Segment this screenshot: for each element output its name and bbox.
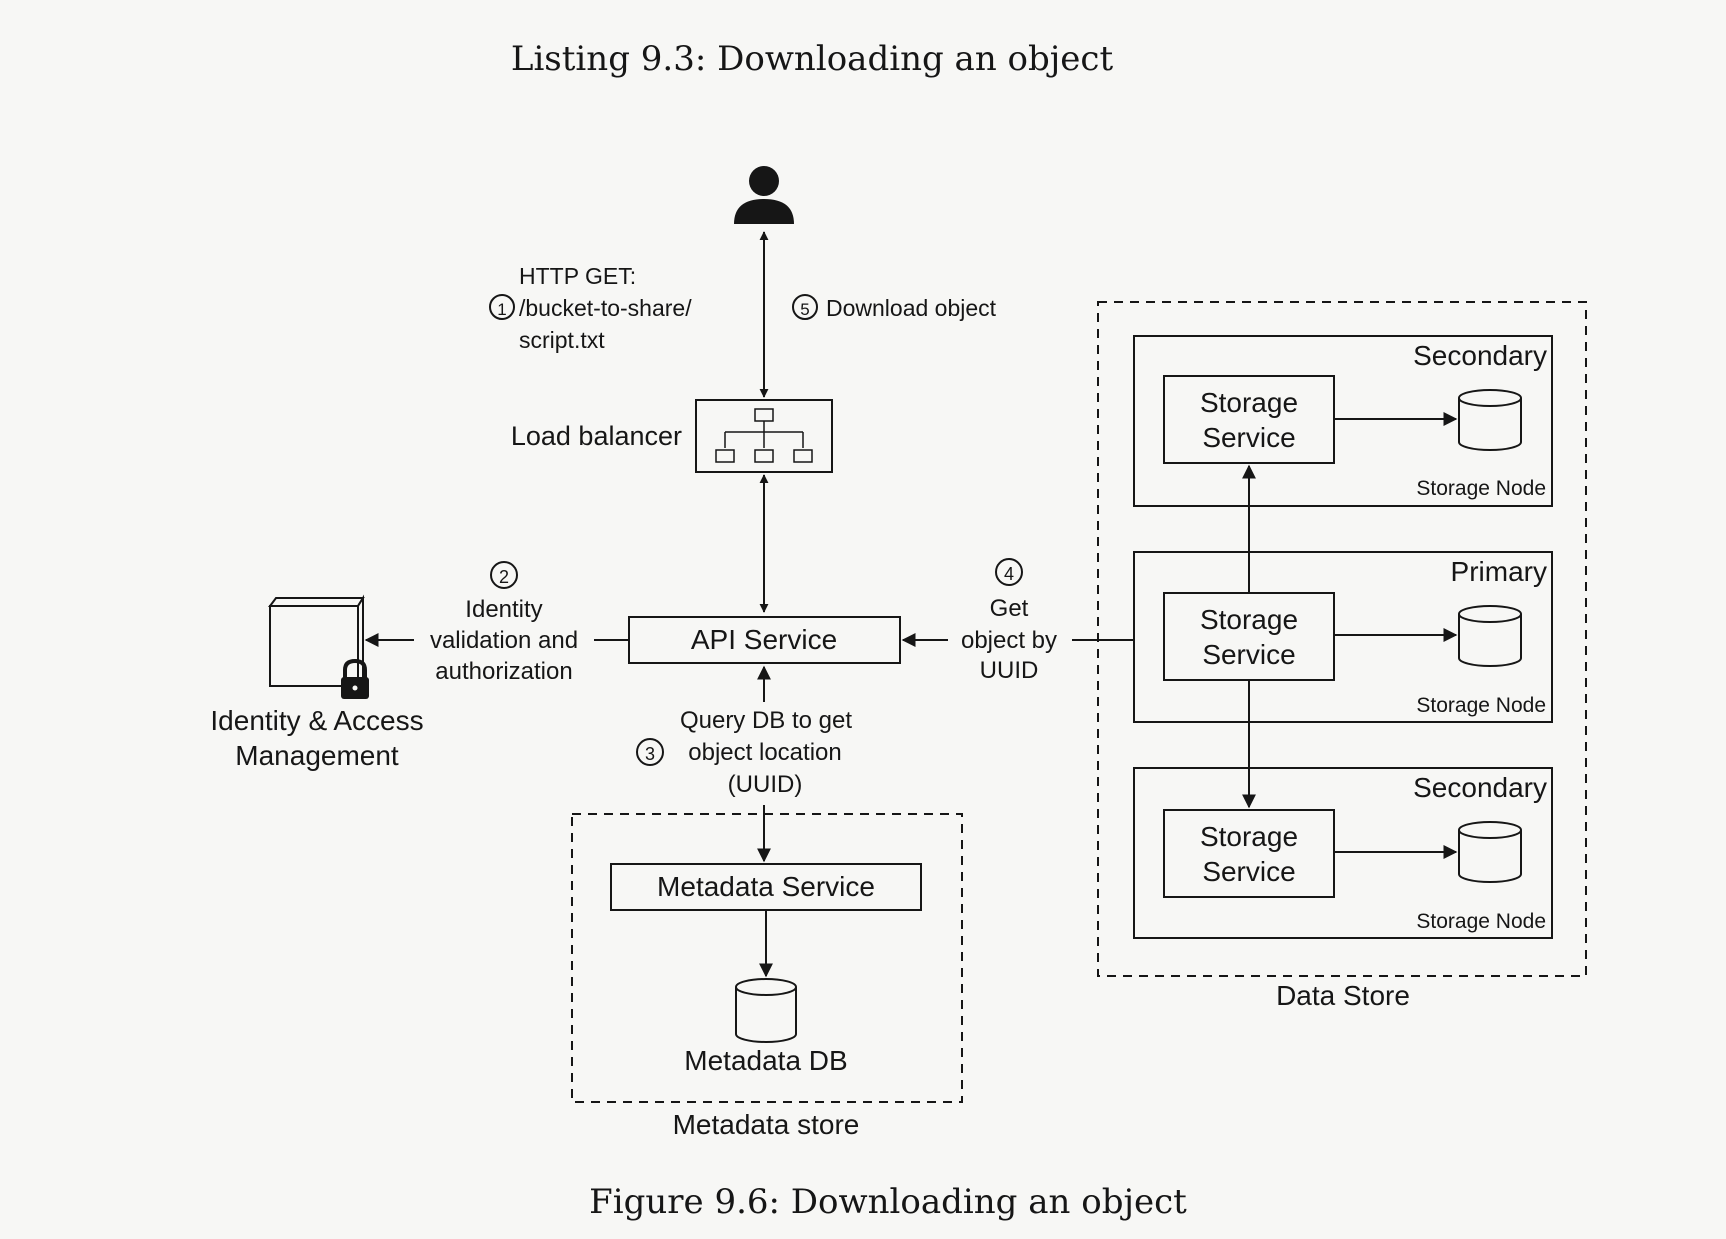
svg-text:Identity: Identity [465, 596, 542, 623]
storage-disk-icon [1458, 389, 1522, 451]
svg-text:2: 2 [499, 567, 509, 587]
metadata-service-label: Metadata Service [657, 871, 875, 902]
storage-service-box [1163, 809, 1335, 898]
storage-node-secondary-top: Secondary Storage Service Storage Node [1133, 335, 1553, 507]
step-5-badge [792, 294, 818, 320]
load-balancer-icon [715, 408, 813, 463]
step-3-badge [636, 738, 664, 766]
iam-label-line2: Management [235, 740, 399, 771]
svg-text:object by: object by [961, 627, 1057, 654]
api-service-box: API Service [628, 616, 901, 664]
load-balancer-label: Load balancer [511, 421, 682, 451]
svg-text:Get: Get [990, 595, 1029, 622]
node-role-label: Secondary [1413, 772, 1547, 803]
storage-node-secondary-bottom: Secondary Storage Service Storage Node [1133, 767, 1553, 939]
svg-text:validation and: validation and [430, 627, 578, 654]
storage-service-box [1163, 592, 1335, 681]
metadata-db-icon [735, 978, 797, 1043]
step-2-badge [490, 561, 518, 589]
svg-text:Service: Service [1202, 422, 1295, 453]
storage-node-primary: Primary Storage Service Storage Node [1133, 551, 1553, 723]
svg-text:Storage: Storage [1200, 387, 1298, 418]
svg-text:UUID: UUID [980, 657, 1039, 684]
api-service-label: API Service [691, 624, 837, 655]
node-role-label: Secondary [1413, 340, 1547, 371]
svg-text:Storage: Storage [1200, 821, 1298, 852]
storage-service-box [1163, 375, 1335, 464]
svg-text:script.txt: script.txt [519, 327, 605, 353]
svg-text:authorization: authorization [435, 658, 572, 685]
storage-node-label: Storage Node [1416, 910, 1546, 933]
svg-text:Download object: Download object [826, 295, 997, 321]
step-3-label: Query DB to get 3 object location (UUID) [636, 707, 852, 798]
metadata-service-box: Metadata Service [610, 863, 922, 911]
iam-box [268, 594, 369, 699]
metadata-db-label: Metadata DB [684, 1045, 847, 1076]
svg-text:Service: Service [1202, 639, 1295, 670]
svg-text:1: 1 [497, 300, 506, 319]
iam-label-line1: Identity & Access [210, 705, 423, 736]
load-balancer-box [695, 399, 833, 473]
svg-text:3: 3 [645, 744, 655, 764]
data-store-container [1097, 301, 1587, 977]
step-5-label: 5 Download object [792, 294, 997, 321]
data-store-label: Data Store [1276, 980, 1410, 1011]
metadata-store-container [571, 813, 963, 1103]
step-1-badge [489, 294, 515, 320]
step-2-label: 2 Identity validation and authorization [430, 561, 578, 685]
node-role-label: Primary [1451, 556, 1547, 587]
svg-text:HTTP GET:: HTTP GET: [519, 263, 636, 289]
svg-text:4: 4 [1004, 564, 1014, 584]
svg-text:Storage: Storage [1200, 604, 1298, 635]
metadata-store-label: Metadata store [673, 1109, 860, 1140]
svg-text:5: 5 [800, 300, 809, 319]
step-4-label: 4 Get object by UUID [961, 558, 1057, 684]
figure-caption: Figure 9.6: Downloading an object [589, 1182, 1187, 1222]
storage-disk-icon [1458, 605, 1522, 667]
step-1-label: HTTP GET: 1 /bucket-to-share/ script.txt [489, 263, 692, 353]
storage-node-label: Storage Node [1416, 694, 1546, 717]
svg-text:Query DB to get: Query DB to get [680, 707, 852, 734]
svg-text:object location: object location [688, 739, 841, 766]
user-icon [734, 166, 794, 224]
svg-text:/bucket-to-share/: /bucket-to-share/ [519, 295, 692, 321]
step-4-badge [995, 558, 1023, 586]
svg-text:(UUID): (UUID) [728, 771, 803, 798]
storage-node-label: Storage Node [1416, 477, 1546, 500]
svg-text:Service: Service [1202, 856, 1295, 887]
page-title: Listing 9.3: Downloading an object [511, 39, 1114, 79]
lock-icon [341, 658, 369, 699]
storage-disk-icon [1458, 821, 1522, 883]
